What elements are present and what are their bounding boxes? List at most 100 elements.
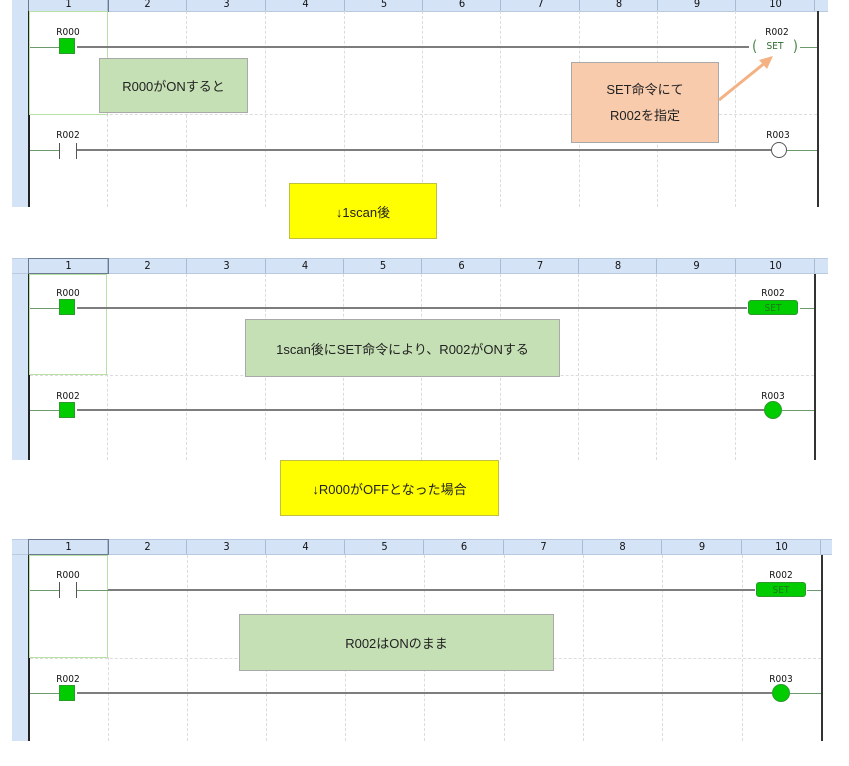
- grid-line: [742, 555, 743, 741]
- contact-r000-on[interactable]: [59, 299, 75, 315]
- arrow-shaft: [718, 60, 767, 102]
- coil-r003-on[interactable]: [772, 684, 790, 702]
- device-label: R000: [56, 288, 80, 299]
- device-label: R000: [56, 570, 80, 581]
- column-header-spacer: [814, 259, 829, 273]
- device-label: R002: [56, 674, 80, 685]
- coil-r003-on[interactable]: [764, 401, 782, 419]
- rung-wire: [77, 307, 747, 309]
- column-header-5[interactable]: 5: [343, 259, 422, 273]
- set-instruction-r002-on[interactable]: SET: [748, 300, 798, 315]
- device-label: R000: [56, 27, 80, 38]
- annotation-note: R002はONのまま: [239, 614, 554, 671]
- rung-wire: [790, 693, 821, 694]
- column-header-1[interactable]: 1: [28, 539, 109, 555]
- column-header-6[interactable]: 6: [423, 540, 504, 554]
- rung-wire: [77, 149, 771, 151]
- set-instruction-r002-on[interactable]: SET: [756, 582, 806, 597]
- column-header-7[interactable]: 7: [500, 259, 579, 273]
- device-label: R003: [769, 674, 793, 685]
- arrow-head: [759, 56, 773, 69]
- column-header-1[interactable]: 1: [28, 258, 109, 274]
- grid-line: [187, 555, 188, 741]
- column-header-2[interactable]: 2: [107, 0, 187, 11]
- transition-label: ↓R000がOFFとなった場合: [280, 460, 499, 516]
- grid-line: [186, 274, 187, 460]
- column-header-10[interactable]: 10: [735, 0, 815, 11]
- grid-line: [583, 555, 584, 741]
- column-header: 1 2 3 4 5 6 7 8 9 10: [12, 539, 832, 555]
- rung-wire: [782, 410, 814, 411]
- column-header-spacer: [820, 540, 833, 554]
- column-header-2[interactable]: 2: [107, 259, 187, 273]
- column-header-8[interactable]: 8: [579, 0, 658, 11]
- ladder-panel-after-1scan: 1 2 3 4 5 6 7 8 9 10 R000 R002 SET R002 …: [0, 258, 849, 461]
- column-header-5[interactable]: 5: [344, 540, 424, 554]
- contact-r002-off[interactable]: [59, 143, 77, 159]
- contact-r002-on[interactable]: [59, 402, 75, 418]
- coil-bracket-right: ): [792, 37, 798, 55]
- device-label: R002: [761, 288, 785, 299]
- column-header-9[interactable]: 9: [661, 540, 742, 554]
- column-header-3[interactable]: 3: [186, 259, 266, 273]
- rung-wire: [77, 409, 764, 411]
- row-header-rail: [12, 555, 28, 741]
- column-header-4[interactable]: 4: [265, 540, 345, 554]
- column-header-3[interactable]: 3: [186, 540, 266, 554]
- column-header-8[interactable]: 8: [582, 540, 662, 554]
- column-header-6[interactable]: 6: [421, 259, 501, 273]
- annotation-note: R000がONすると: [99, 58, 248, 113]
- column-header-4[interactable]: 4: [265, 0, 345, 11]
- row-header-rail: [12, 11, 28, 207]
- column-header-10[interactable]: 10: [741, 540, 821, 554]
- column-header-2[interactable]: 2: [107, 540, 187, 554]
- device-label: R002: [769, 570, 793, 581]
- column-header-9[interactable]: 9: [657, 0, 736, 11]
- column-header-9[interactable]: 9: [656, 259, 736, 273]
- rung-wire: [108, 589, 755, 591]
- device-label: R002: [765, 27, 789, 38]
- note-line: R002を指定: [609, 107, 681, 123]
- column-header-6[interactable]: 6: [422, 0, 501, 11]
- row-header-rail: [12, 274, 28, 460]
- right-power-rail: [821, 555, 823, 741]
- rung-wire: [800, 47, 817, 48]
- grid-line: [344, 11, 345, 207]
- column-header-7[interactable]: 7: [500, 0, 580, 11]
- column-header-spacer: [814, 0, 829, 11]
- annotation-note: SET命令にて R002を指定: [571, 62, 719, 143]
- column-header: 1 2 3 4 5 6 7 8 9 10: [12, 258, 828, 274]
- grid-line: [30, 114, 817, 115]
- grid-line: [656, 274, 657, 460]
- grid-line: [422, 11, 423, 207]
- contact-r000-off[interactable]: [59, 582, 77, 598]
- grid-line: [265, 11, 266, 207]
- grid-line: [107, 114, 108, 207]
- coil-r003-off[interactable]: [771, 142, 787, 158]
- column-header-10[interactable]: 10: [735, 259, 815, 273]
- grid-line: [735, 11, 736, 207]
- rung-wire: [800, 308, 814, 309]
- rung-wire: [30, 590, 60, 591]
- rung-wire: [807, 590, 821, 591]
- transition-label: ↓1scan後: [289, 183, 437, 239]
- rung-wire: [30, 150, 60, 151]
- column-header-5[interactable]: 5: [344, 0, 423, 11]
- right-power-rail: [814, 274, 816, 460]
- cell-cursor: [29, 274, 107, 375]
- callout-arrow: [718, 56, 773, 102]
- rung-wire: [787, 150, 817, 151]
- column-header-3[interactable]: 3: [186, 0, 266, 11]
- contact-r000-on[interactable]: [59, 38, 75, 54]
- column-header-7[interactable]: 7: [503, 540, 583, 554]
- grid-line: [107, 374, 108, 460]
- column-header-4[interactable]: 4: [265, 259, 344, 273]
- rung-wire: [30, 693, 59, 694]
- annotation-note: 1scan後にSET命令により、R002がONする: [245, 319, 560, 377]
- instruction-label: SET: [766, 41, 784, 52]
- set-instruction-r002[interactable]: ( SET ): [750, 37, 800, 56]
- column-header-8[interactable]: 8: [578, 259, 657, 273]
- coil-bracket-left: (: [752, 37, 758, 55]
- rung-wire: [77, 692, 772, 694]
- contact-r002-on[interactable]: [59, 685, 75, 701]
